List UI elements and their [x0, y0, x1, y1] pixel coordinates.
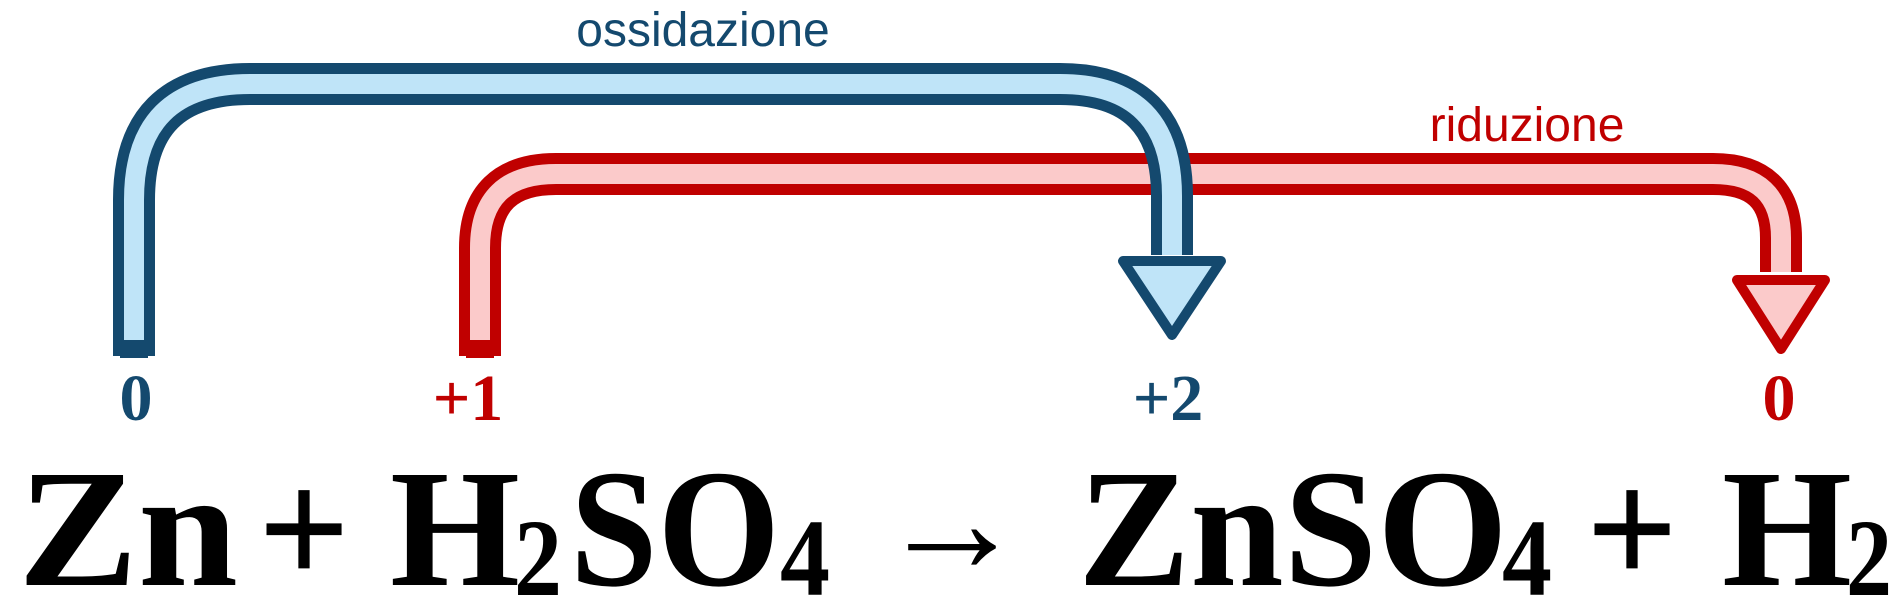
- reaction-arrow: →: [878, 439, 1026, 601]
- reduction-label: riduzione: [1430, 99, 1625, 152]
- plus-sign-1: +: [258, 436, 350, 601]
- formula-so: SO: [570, 436, 780, 601]
- subscript-2-reactant: 2: [514, 497, 562, 601]
- oxidation-state-zn-product: +2: [1133, 362, 1204, 435]
- formula-h: H: [390, 436, 520, 601]
- subscript-2-product: 2: [1846, 497, 1892, 601]
- oxidation-arrow: [113, 63, 1226, 358]
- oxidation-state-h-reactant: +1: [433, 362, 504, 435]
- oxidation-state-zn-reactant: 0: [120, 362, 153, 435]
- formula-znso: ZnSO: [1078, 436, 1508, 601]
- subscript-4-reactant: 4: [780, 497, 830, 601]
- oxidation-state-h-product: 0: [1763, 362, 1796, 435]
- subscript-4-product: 4: [1502, 497, 1552, 601]
- formula-h2: H: [1722, 436, 1852, 601]
- plus-sign-2: +: [1586, 436, 1678, 601]
- chemical-equation: Zn + H 2 SO 4 → ZnSO 4 + H 2: [18, 436, 1892, 601]
- reduction-arrow: [459, 153, 1830, 358]
- oxidation-label: ossidazione: [576, 4, 830, 57]
- formula-zn: Zn: [18, 436, 238, 601]
